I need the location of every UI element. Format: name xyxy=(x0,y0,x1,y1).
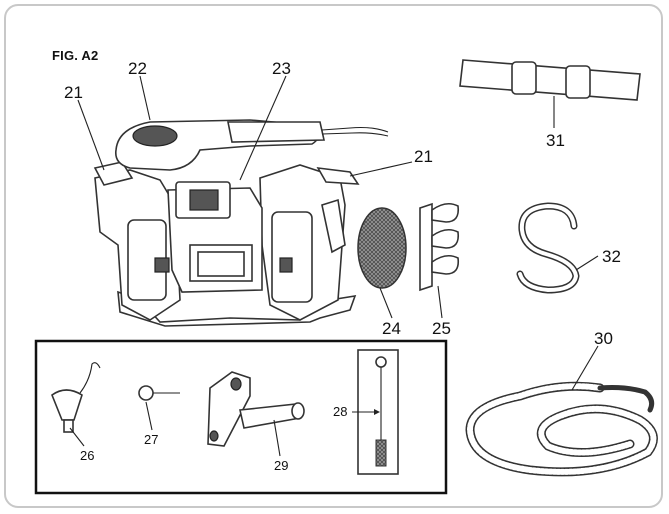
s-hook xyxy=(516,202,580,294)
callout-21-right: 21 xyxy=(414,147,433,166)
callout-23: 23 xyxy=(272,59,291,78)
pin xyxy=(138,385,180,401)
callout-21-left: 21 xyxy=(64,83,83,102)
callout-26: 26 xyxy=(80,448,94,463)
strap xyxy=(459,59,641,101)
accessories-box xyxy=(34,339,448,495)
callout-30: 30 xyxy=(594,329,613,348)
callout-24: 24 xyxy=(382,319,401,338)
clip-rack xyxy=(419,202,460,292)
callout-22: 22 xyxy=(128,59,147,78)
callout-27: 27 xyxy=(144,432,158,447)
callout-31: 31 xyxy=(546,131,565,150)
leader-lines xyxy=(69,75,599,457)
callout-29: 29 xyxy=(274,458,288,473)
callout-32: 32 xyxy=(602,247,621,266)
callout-25: 25 xyxy=(432,319,451,338)
key-tool xyxy=(207,371,305,447)
coiled-hose xyxy=(465,381,658,477)
figure-frame xyxy=(4,4,663,508)
figure-title: FIG. A2 xyxy=(52,48,99,63)
callout-28: 28 xyxy=(333,404,347,419)
mesh-filter xyxy=(357,207,407,289)
funnel xyxy=(51,362,101,433)
callout-labels: 21 22 23 21 24 25 31 32 30 26 27 28 29 xyxy=(64,59,621,473)
main-pump-unit xyxy=(93,119,389,327)
cleaning-brush-card xyxy=(352,349,399,475)
